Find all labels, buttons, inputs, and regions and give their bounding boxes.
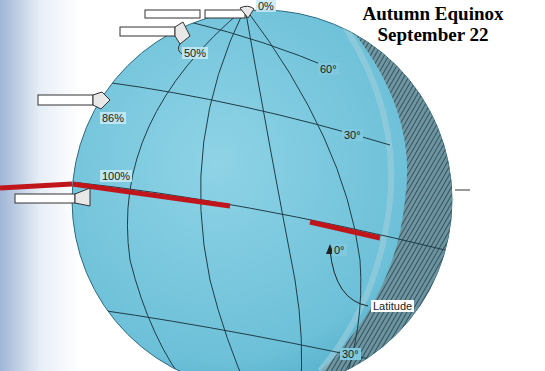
latitude-value: 60° [318,63,339,75]
latitude-value: 0° [332,244,347,256]
percent-label: 0% [256,0,276,12]
percent-label: 50% [182,47,208,59]
title: Autumn Equinox September 22 [348,4,518,46]
percent-label: 86% [100,112,126,124]
latitude-value: 30° [340,348,361,360]
latitude-label: Latitude [371,300,414,312]
latitude-value: 30° [342,129,363,141]
percent-label: 100% [100,170,132,182]
